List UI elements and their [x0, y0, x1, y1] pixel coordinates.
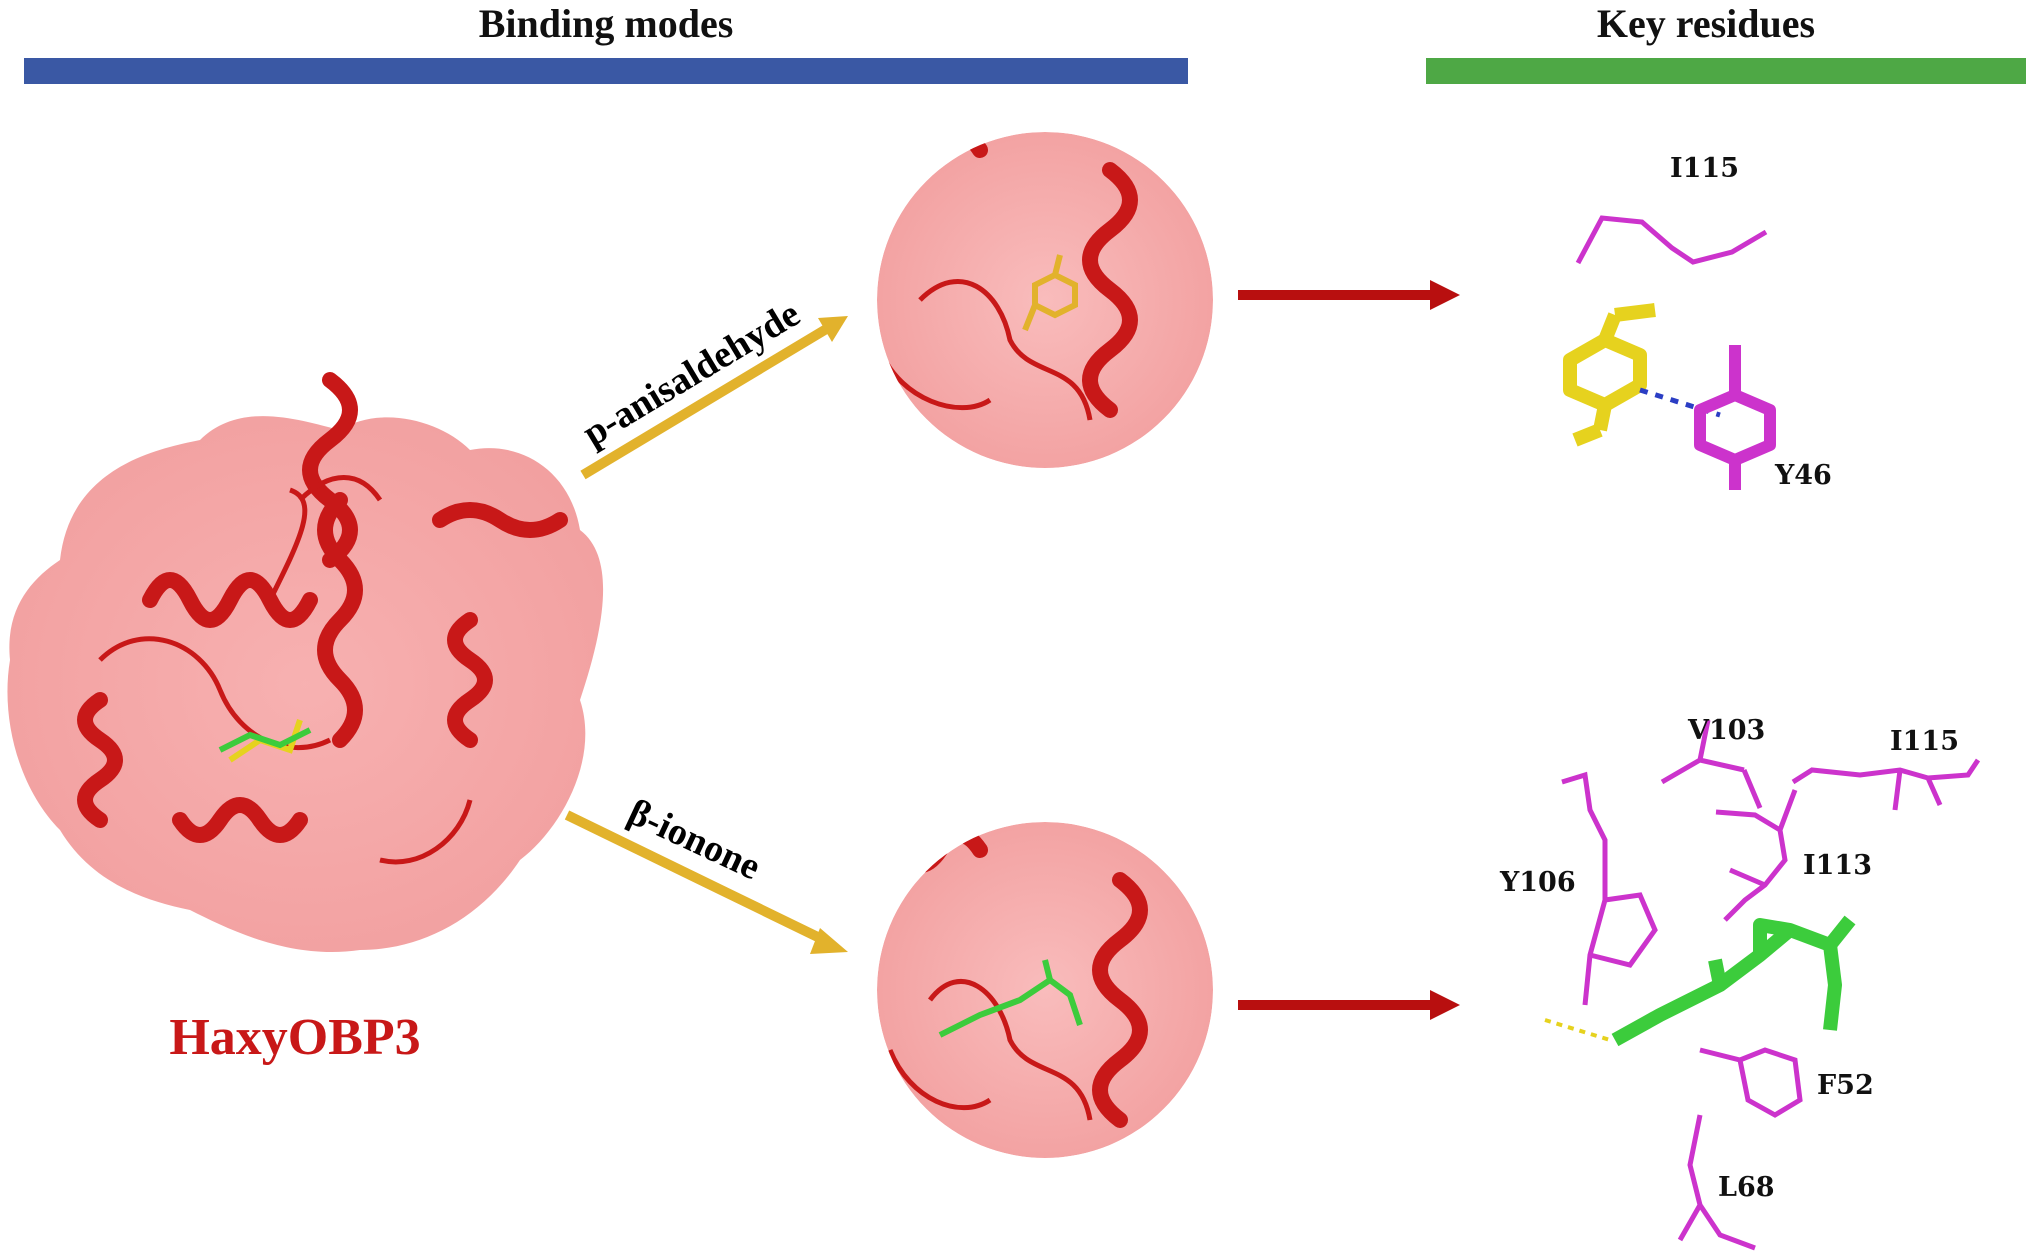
binding-modes-bar: [24, 58, 1188, 84]
key-residues-bar: [1426, 58, 2026, 84]
residue-i113: [1715, 789, 1798, 922]
hydrogen-bond: [1544, 1018, 1611, 1042]
residue-y46: [1694, 345, 1776, 490]
protein-label: HaxyOBP3: [169, 1009, 421, 1066]
residue-i115-top: [1575, 215, 1768, 265]
residue-v103: [1660, 719, 1763, 809]
residues-anisaldehyde: [1563, 215, 1776, 490]
anisaldehyde-binding-zoom: [877, 132, 1213, 468]
arrow-to-residues-bottom: [1238, 990, 1460, 1020]
arrow-to-ionone: [564, 810, 848, 954]
protein-structure: [7, 372, 604, 952]
arrow-to-residues-top: [1238, 280, 1460, 310]
loop-4: [298, 475, 383, 502]
helix-6: [447, 612, 493, 748]
binding-modes-title: Binding modes: [478, 1, 734, 46]
residue-label-y46: Y46: [1775, 460, 1832, 491]
helix-1: [142, 572, 318, 628]
residue-label-i115-top: I115: [1670, 153, 1739, 184]
ionone-binding-zoom: [877, 822, 1213, 1158]
protein-surface: [7, 416, 604, 952]
residue-label-f52: F52: [1817, 1070, 1874, 1101]
ligand-anisaldehyde: [1563, 303, 1656, 447]
helix-5: [172, 797, 308, 843]
residue-f52: [1699, 1047, 1803, 1118]
helix-7: [432, 502, 568, 538]
residue-label-v103: V103: [1688, 715, 1766, 746]
residue-l68: [1677, 1114, 1756, 1251]
ligand-ionone: [1611, 915, 1856, 1047]
residue-label-i113: I113: [1803, 850, 1872, 881]
residue-label-l68: L68: [1718, 1172, 1775, 1203]
residue-y106: [1561, 771, 1658, 1006]
helix-4: [77, 692, 123, 828]
arrow-to-anisaldehyde: [580, 316, 848, 480]
key-residues-title: Key residues: [1596, 1, 1816, 46]
pocket-ligands: [218, 719, 312, 763]
loop-2: [267, 487, 308, 602]
residue-i115: [1791, 758, 1981, 811]
helix-3: [317, 492, 363, 748]
helix-2: [302, 372, 358, 568]
loop-3: [379, 799, 473, 865]
residue-label-y106: Y106: [1500, 867, 1576, 898]
residue-label-i115-bottom: I115: [1890, 726, 1959, 757]
residues-ionone: [1544, 719, 1981, 1251]
